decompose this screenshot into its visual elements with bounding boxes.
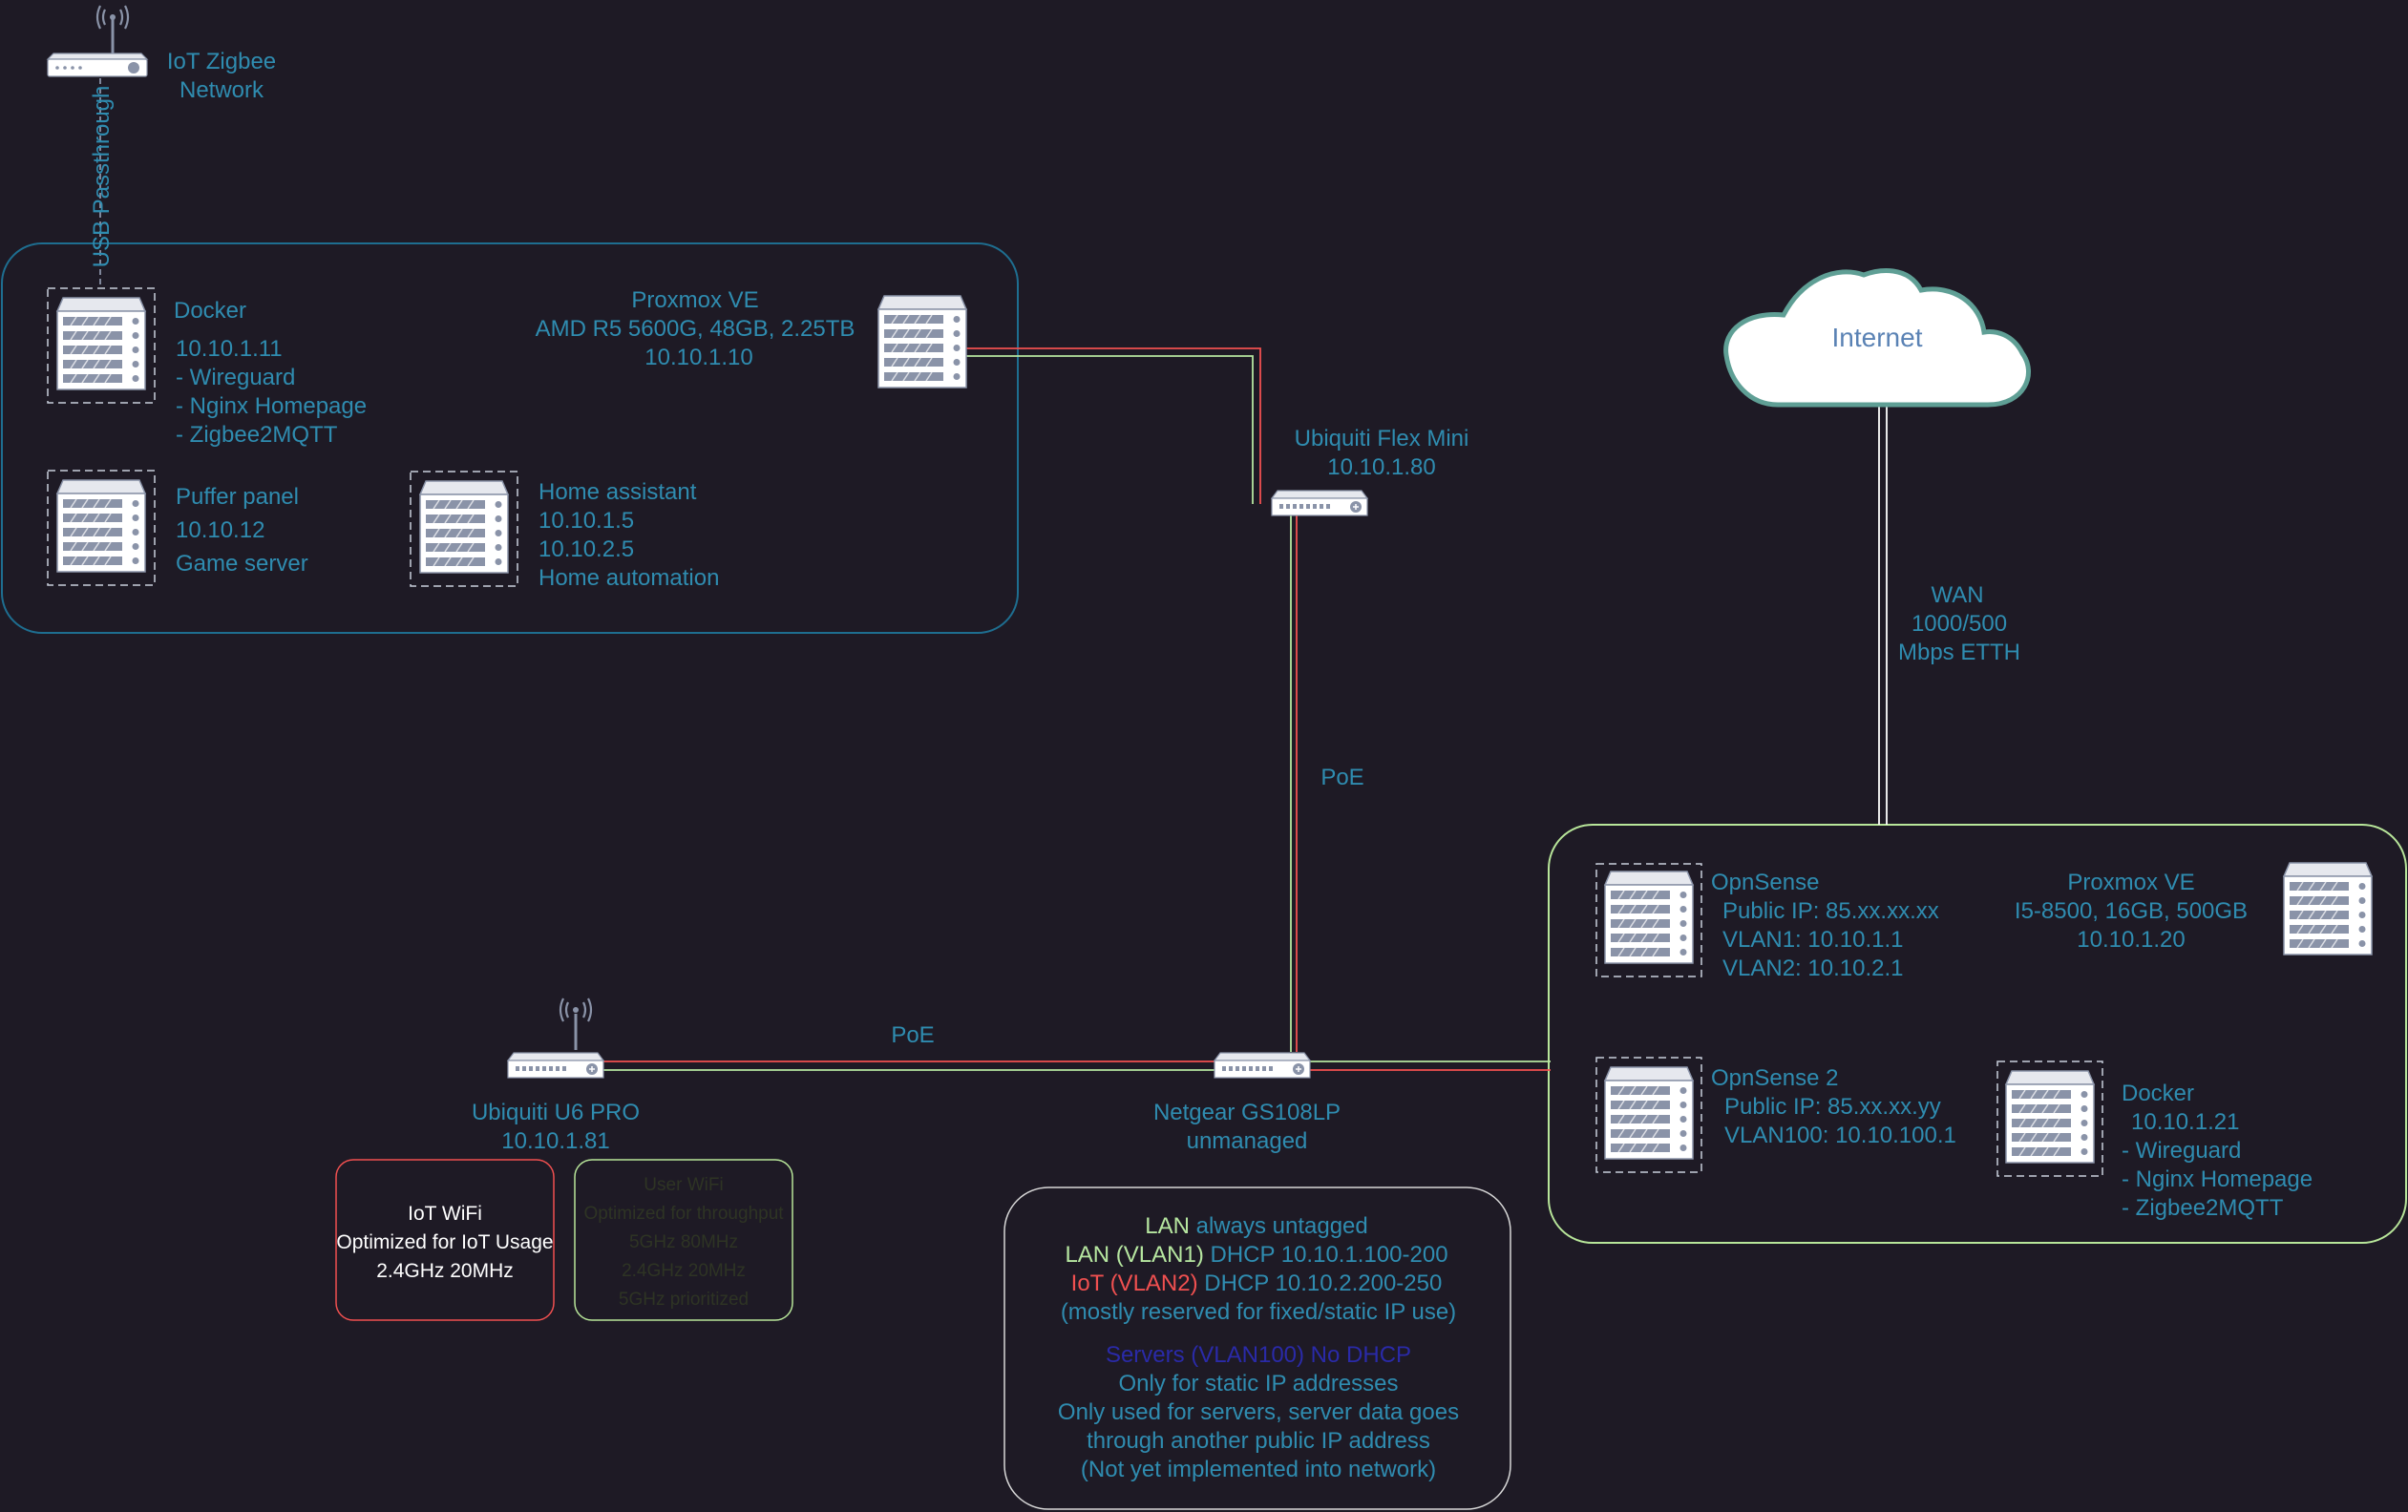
docker2-name: Docker [2122,1081,2194,1106]
wan-line3: Mbps ETTH [1898,640,2020,665]
docker1-item: - Nginx Homepage [176,393,367,419]
zigbee-label-line2: Network [180,77,264,103]
legend-servers-vlan: Servers (VLAN100) No DHCP [1106,1342,1411,1368]
homeassistant-role: Home automation [539,565,719,591]
opnsense-public-ip: Public IP: 85.xx.xx.xx [1722,898,1939,924]
flexmini-ip: 10.10.1.80 [1327,454,1435,480]
zigbee-bridge-icon [46,5,149,77]
docker2-ip: 10.10.1.21 [2131,1109,2239,1135]
legend-lan: LAN always untagged [1145,1213,1367,1239]
proxmox1-ip: 10.10.1.10 [644,345,752,370]
usb-passthrough-label: USB Passthrough [89,86,115,268]
u6pro-name: Ubiquiti U6 PRO [472,1100,640,1125]
puffer-vm-frame [47,470,156,586]
flexmini-name: Ubiquiti Flex Mini [1295,426,1469,452]
proxmox2-ip: 10.10.1.20 [2077,927,2185,953]
poe-horizontal-label: PoE [891,1022,934,1048]
docker2-item: - Zigbee2MQTT [2122,1195,2284,1221]
user-wifi-line5: 5GHz prioritized [619,1290,749,1310]
user-wifi-line2: Optimized for throughput [583,1204,784,1224]
connection-lines [99,69,1888,1071]
user-wifi-line1: User WiFi [644,1175,723,1195]
docker2-server-icon [2005,1070,2095,1164]
legend-servers-line1: Only for static IP addresses [1118,1371,1398,1396]
docker2-item: - Wireguard [2122,1138,2241,1164]
docker1-server-icon [56,297,146,390]
homeassistant-name: Home assistant [539,479,697,505]
homeassistant-vm-frame [410,471,518,587]
proxmox2-title: Proxmox VE [2067,870,2194,895]
proxmox1-specs: AMD R5 5600G, 48GB, 2.25TB [536,316,855,342]
homeassistant-ip1: 10.10.1.5 [539,508,634,534]
docker1-name: Docker [174,298,246,324]
opnsense2-name: OpnSense 2 [1711,1065,1838,1091]
docker1-vm-frame [47,287,156,404]
wan-line2: 1000/500 [1912,611,2007,637]
legend-reserved-note: (mostly reserved for fixed/static IP use… [1061,1299,1456,1325]
iot-wifi-line1: IoT WiFi [408,1203,482,1225]
opnsense-name: OpnSense [1711,870,1819,895]
legend-servers-line2: Only used for servers, server data goes [1058,1399,1459,1425]
proxmox2-specs: I5-8500, 16GB, 500GB [2015,898,2248,924]
opnsense2-vlan100: VLAN100: 10.10.100.1 [1724,1123,1956,1148]
opnsense-vm-frame [1595,863,1702,977]
opnsense-vlan2: VLAN2: 10.10.2.1 [1722,956,1903,981]
proxmox1-title: Proxmox VE [631,287,758,313]
user-wifi-line4: 2.4GHz 20MHz [622,1261,746,1281]
opnsense2-server-icon [1604,1066,1694,1160]
puffer-ip: 10.10.12 [176,517,264,543]
docker1-item: - Wireguard [176,365,295,390]
docker2-vm-frame [1996,1060,2103,1177]
poe-vertical-label: PoE [1320,765,1363,790]
legend-vlan2: IoT (VLAN2) DHCP 10.10.2.200-250 [1071,1270,1443,1296]
opnsense2-public-ip: Public IP: 85.xx.xx.yy [1724,1094,1941,1120]
homeassistant-ip2: 10.10.2.5 [539,536,634,562]
opnsense2-vm-frame [1595,1057,1702,1173]
iot-wifi-box [335,1159,555,1321]
netgear-switch-icon [1214,1052,1311,1079]
user-wifi-line3: 5GHz 80MHz [629,1232,738,1252]
legend-vlan1: LAN (VLAN1) DHCP 10.10.1.100-200 [1065,1242,1447,1268]
opnsense-vlan1: VLAN1: 10.10.1.1 [1722,927,1903,953]
docker2-item: - Nginx Homepage [2122,1166,2313,1192]
puffer-role: Game server [176,551,308,577]
legend-box [1003,1186,1511,1510]
u6pro-access-point-icon [507,998,604,1079]
netgear-note: unmanaged [1187,1128,1308,1154]
legend-servers-line3: through another public IP address [1087,1428,1430,1454]
user-wifi-box [574,1159,793,1321]
legend-servers-line4: (Not yet implemented into network) [1081,1457,1436,1482]
puffer-server-icon [56,479,146,573]
opnsense-server-icon [1604,871,1694,964]
proxmox2-server-icon [2283,862,2373,956]
proxmox-host-1-group [1,242,1019,634]
iot-wifi-line2: Optimized for IoT Usage [336,1231,553,1253]
internet-cloud-icon [1723,268,2032,408]
iot-wifi-line3: 2.4GHz 20MHz [376,1260,514,1282]
docker1-ip: 10.10.1.11 [176,336,283,362]
proxmox-host-2-group [1548,824,2407,1244]
proxmox1-flexmini-red [966,347,1261,504]
zigbee-label-line1: IoT Zigbee [167,49,276,74]
homeassistant-server-icon [419,480,509,574]
puffer-name: Puffer panel [176,484,299,510]
u6pro-ip: 10.10.1.81 [501,1128,609,1154]
proxmox1-server-icon [877,295,967,388]
proxmox1-flexmini-green [966,355,1254,504]
flexmini-switch-icon [1271,490,1368,516]
docker1-item: - Zigbee2MQTT [176,422,338,448]
netgear-name: Netgear GS108LP [1153,1100,1341,1125]
wan-line1: WAN [1931,582,1983,608]
internet-label: Internet [1832,323,1923,352]
